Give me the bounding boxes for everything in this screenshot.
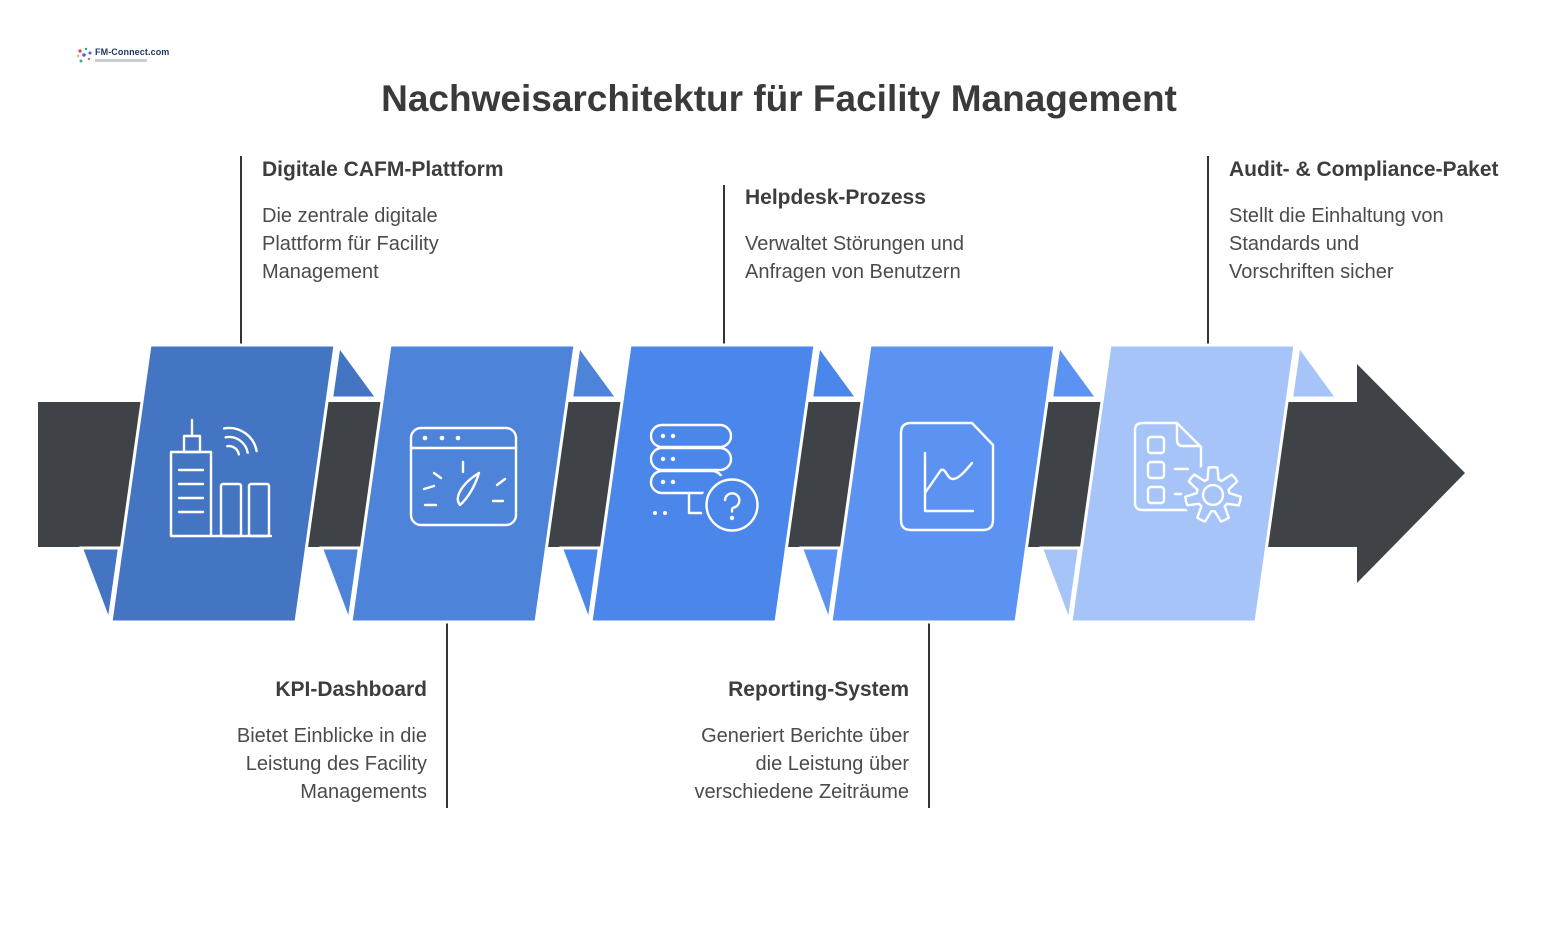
step-2-card <box>349 343 577 624</box>
step-2-group <box>319 342 620 624</box>
step-4-card <box>829 343 1057 624</box>
step-4-group <box>799 342 1100 624</box>
step-3-fold-bottom <box>559 546 602 622</box>
fm-connect-logo: FM-Connect.com <box>76 47 169 65</box>
step-5-card <box>1069 343 1297 624</box>
step-4-label: Reporting-System <box>728 678 909 701</box>
step-5-group <box>1039 342 1340 624</box>
step-5-label-block: Audit- & Compliance-Paket Stellt die Ein… <box>1229 158 1499 286</box>
step-5-description: Stellt die Einhaltung von Standards und … <box>1229 205 1444 283</box>
step-1-label: Digitale CAFM-Plattform <box>262 158 504 181</box>
step-3-fold-top <box>809 342 860 400</box>
step-1-fold-top <box>329 342 380 400</box>
logo-tagline <box>95 59 147 62</box>
step-5-fold-top <box>1289 342 1340 400</box>
page-title: Nachweisarchitektur für Facility Managem… <box>381 78 1177 119</box>
building-wifi-icon <box>169 418 273 538</box>
document-chart-icon <box>899 421 995 532</box>
step-1-fold-bottom <box>79 546 122 622</box>
step-4-description: Generiert Berichte über die Leistung übe… <box>694 725 909 803</box>
server-question-icon <box>649 423 763 536</box>
step-2-description: Bietet Einblicke in die Leistung des Fac… <box>236 725 427 803</box>
step-4-fold-bottom <box>799 546 842 622</box>
step-1-label-block: Digitale CAFM-Plattform Die zentrale dig… <box>262 158 504 286</box>
step-1-description: Die zentrale digitale Plattform für Faci… <box>262 205 439 283</box>
step-3-group <box>559 342 860 624</box>
step-2-fold-top <box>569 342 620 400</box>
step-3-label: Helpdesk-Prozess <box>745 186 926 209</box>
step-4-fold-top <box>1049 342 1100 400</box>
step-5-fold-bottom <box>1039 546 1082 622</box>
step-3-description: Verwaltet Störungen und Anfragen von Ben… <box>745 233 965 283</box>
step-2-label: KPI-Dashboard <box>275 678 427 701</box>
logo-burst-icon <box>76 47 92 63</box>
logo-name: FM-Connect.com <box>95 47 170 57</box>
browser-gauge-icon <box>409 426 518 527</box>
step-2-fold-bottom <box>319 546 362 622</box>
step-3-card <box>589 343 817 624</box>
step-3-label-block: Helpdesk-Prozess Verwaltet Störungen und… <box>745 186 1000 286</box>
step-5-label: Audit- & Compliance-Paket <box>1229 158 1499 181</box>
step-4-label-block: Reporting-System Generiert Berichte über… <box>629 678 909 806</box>
checklist-gear-icon <box>1133 421 1243 525</box>
step-1-group <box>79 342 380 624</box>
step-2-label-block: KPI-Dashboard Bietet Einblicke in die Le… <box>147 678 427 806</box>
